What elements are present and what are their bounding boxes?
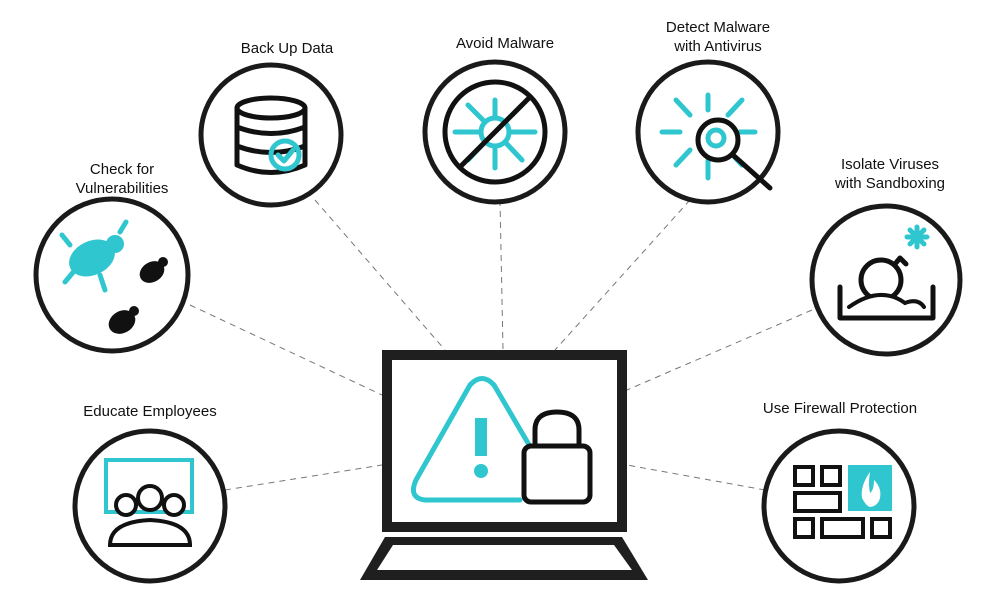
label-line1: Use Firewall Protection [763, 400, 917, 417]
label-line1: Educate Employees [83, 403, 216, 420]
no-malware-icon [442, 79, 548, 185]
training-board-icon [104, 458, 194, 547]
database-backup-icon [234, 95, 308, 175]
label-line2: with Antivirus [673, 38, 762, 55]
label-line2: Vulnerabilities [76, 180, 169, 197]
label-line1: Avoid Malware [456, 35, 554, 52]
magnifier-virus-icon [659, 92, 773, 191]
item-firewall: Use Firewall Protection [761, 400, 917, 584]
item-sandbox: Isolate Viruses with Sandboxing [809, 156, 963, 357]
sandbox-bomb-icon [837, 224, 936, 321]
item-educate: Educate Employees [72, 403, 228, 584]
label-line1: Isolate Viruses [841, 156, 939, 173]
label-line1: Back Up Data [241, 40, 334, 57]
bugs-icon [59, 219, 168, 334]
label-line2: with Sandboxing [834, 175, 945, 192]
item-antivirus: Detect Malware with Antivirus [635, 19, 781, 205]
laptop-warning-lock-icon [360, 350, 648, 580]
item-backup: Back Up Data [198, 40, 344, 208]
firewall-icon [793, 465, 892, 539]
connector-lines [189, 199, 813, 491]
label-line1: Detect Malware [666, 19, 770, 36]
item-avoid: Avoid Malware [422, 35, 568, 205]
item-vulnerabilities: Check for Vulnerabilities [33, 161, 191, 354]
label-line1: Check for [90, 161, 154, 178]
